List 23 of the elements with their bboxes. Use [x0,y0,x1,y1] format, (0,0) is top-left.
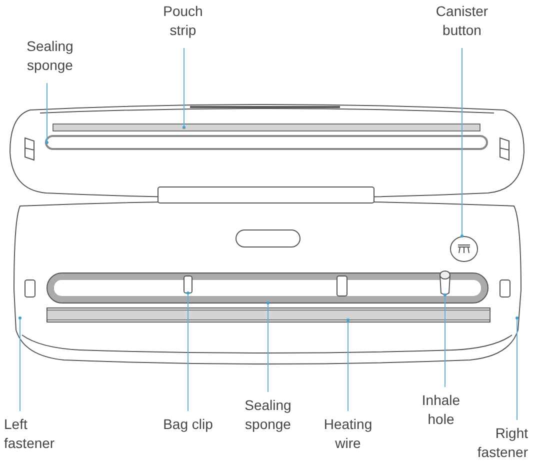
leader-line [18,316,22,412]
part-label: Left fastener [4,415,74,453]
heating-wire [46,310,490,320]
leader-line [186,292,190,412]
leader-line [346,318,350,412]
leader-line [266,302,270,392]
part-label: Pouch strip [150,2,216,40]
sealing-sponge-strip [45,135,488,150]
inhale-hole [440,270,450,295]
leader-line [444,294,446,388]
leader-line [516,316,518,420]
pouch-strip [52,124,480,132]
part-label: Canister button [422,2,502,40]
bag-clip [184,276,192,294]
sealing-sponge-strip [46,270,488,304]
leader-line [460,48,464,238]
part-label: Bag clip [152,415,224,434]
leader-line [182,48,186,129]
leader-line [46,82,48,144]
canister-button [450,236,478,262]
part-label: Sealing sponge [230,396,306,434]
part-label: Sealing sponge [12,37,88,75]
part-label: Heating wire [310,415,386,453]
